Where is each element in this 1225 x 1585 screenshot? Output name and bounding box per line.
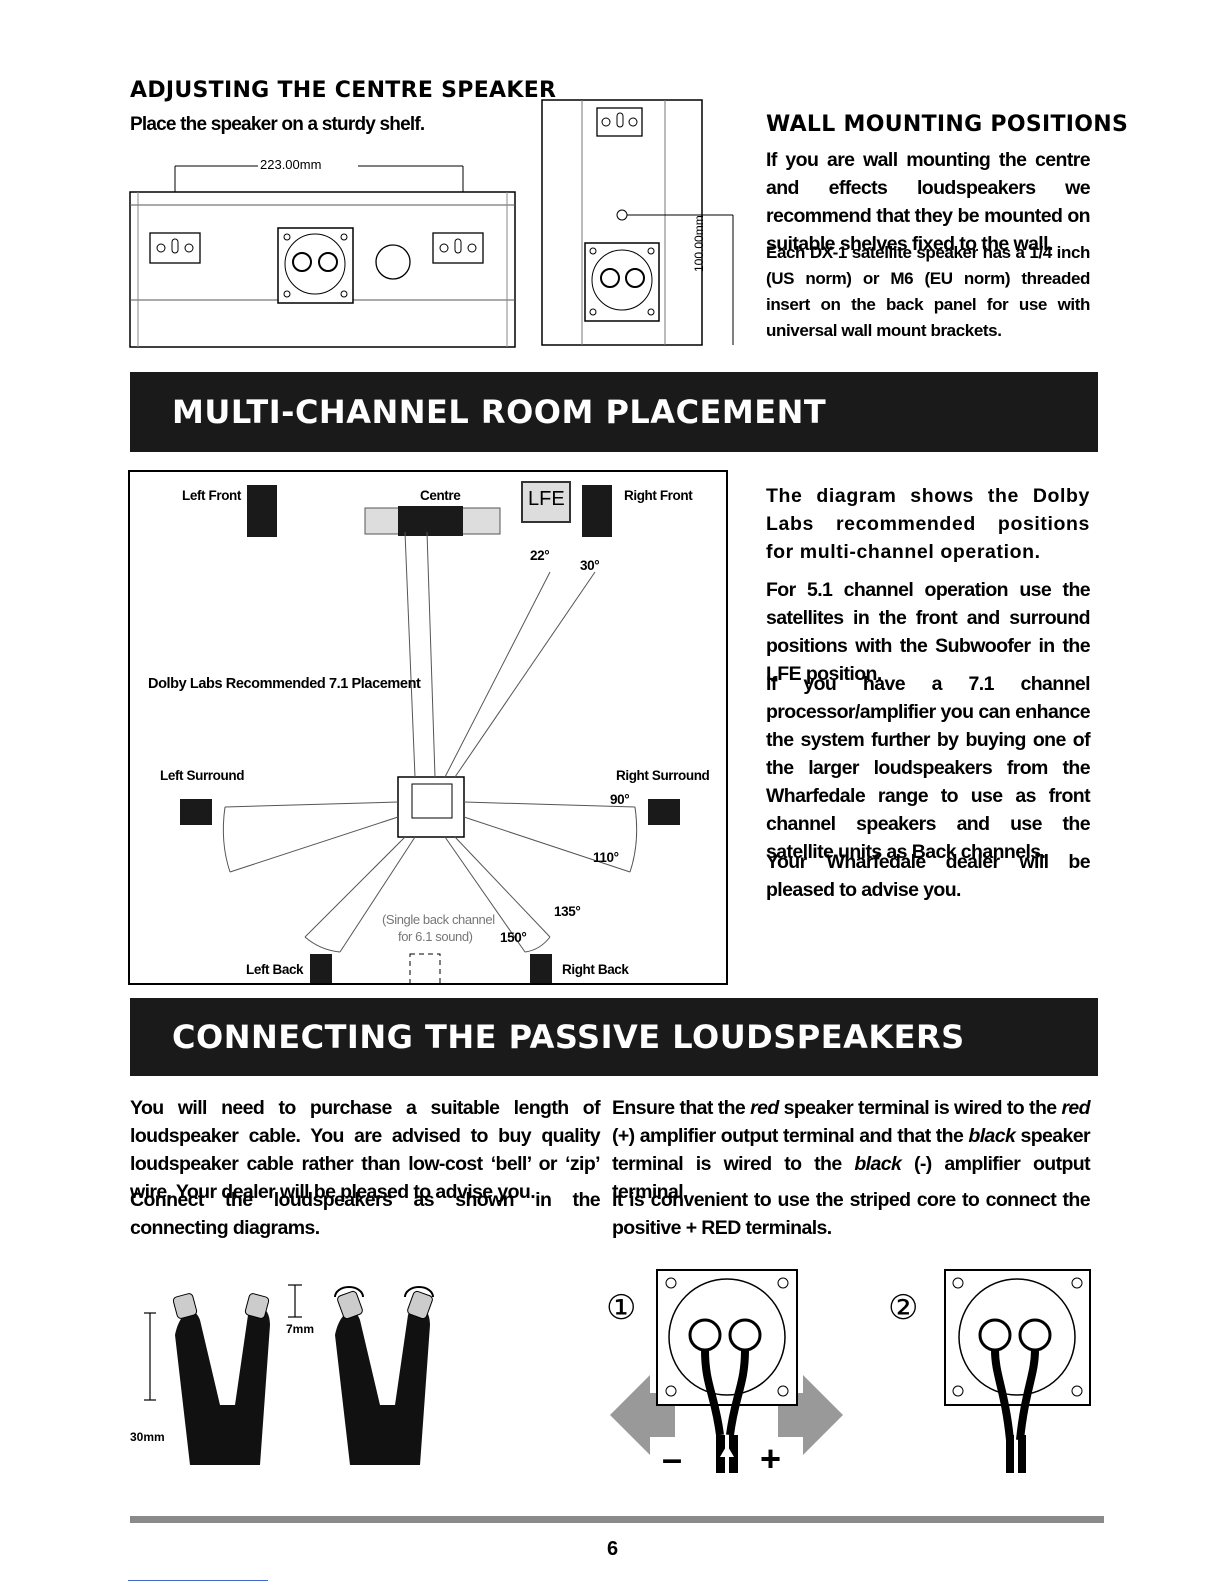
text-run: Ensure that the: [612, 1097, 751, 1119]
satellite-speaker-drawing: [541, 99, 734, 346]
dimension-7mm-label: 7mm: [286, 1322, 315, 1336]
label-lfe: LFE: [528, 488, 565, 510]
dimension-width-label: 223.00mm: [260, 157, 322, 172]
step-1-marker: ①: [606, 1288, 637, 1328]
minus-sign: –: [662, 1438, 683, 1479]
placement-para-2: For 5.1 channel operation use the satell…: [766, 579, 1091, 685]
diagram-caption: Dolby Labs Recommended 7.1 Placement: [148, 676, 421, 692]
connecting-left-para-2: Connect the loudspeakers as shown in the…: [130, 1189, 601, 1239]
adjusting-title: ADJUSTING THE CENTRE SPEAKER: [130, 78, 557, 103]
banner-room-placement: MULTI-CHANNEL ROOM PLACEMENT: [130, 372, 1098, 452]
dimension-height-label: 100.00mm: [692, 215, 706, 272]
wall-para-2: Each DX-1 satellite speaker has a 1/4 in…: [766, 243, 1090, 340]
text-run: speaker terminal is wired to the: [612, 1125, 1091, 1175]
label-right-surround: Right Surround: [616, 768, 710, 783]
centre-speaker-front-drawing: [129, 158, 516, 348]
text-run: (+) amplifier output terminal and that t…: [612, 1125, 969, 1147]
step-2-marker: ②: [888, 1288, 919, 1328]
emphasis-red: red: [1061, 1097, 1090, 1119]
emphasis-black: black: [854, 1153, 902, 1175]
emphasis-red: red: [750, 1097, 779, 1119]
label-angle-30: 30°: [580, 558, 600, 573]
label-right-front: Right Front: [624, 488, 693, 503]
label-angle-135: 135°: [554, 904, 581, 919]
footer-divider: [130, 1516, 1104, 1523]
terminal-connection-step-2: [944, 1269, 1091, 1473]
label-right-back: Right Back: [562, 962, 629, 977]
placement-para-1: The diagram shows the Dolby Labs recomme…: [766, 485, 1090, 563]
terminal-connection-step-1: [610, 1269, 843, 1473]
placement-diagram-graphics: [180, 481, 680, 983]
label-angle-110: 110°: [593, 850, 619, 865]
label-single-back-2: for 6.1 sound): [398, 929, 473, 944]
emphasis-black: black: [968, 1125, 1016, 1147]
cable-stripping-illustration: [144, 1284, 434, 1465]
text-run: speaker terminal is wired to the: [778, 1097, 1062, 1119]
label-angle-22: 22°: [530, 548, 550, 563]
placement-para-3: If you have a 7.1 channel processor/ampl…: [766, 673, 1091, 863]
label-left-front: Left Front: [182, 488, 241, 503]
label-left-surround: Left Surround: [160, 768, 245, 783]
dimension-30mm-label: 30mm: [130, 1430, 165, 1444]
connecting-right-para-1: Ensure that the red speaker terminal is …: [612, 1094, 1091, 1206]
connecting-right-para-2: It is convenient to use the striped core…: [612, 1189, 1091, 1239]
label-angle-90: 90°: [610, 792, 630, 807]
wall-title: WALL MOUNTING POSITIONS: [766, 112, 1129, 137]
wall-para-1: If you are wall mounting the centre and …: [766, 149, 1091, 255]
label-angle-150: 150°: [500, 930, 527, 945]
label-left-back: Left Back: [246, 962, 304, 977]
banner-connecting: CONNECTING THE PASSIVE LOUDSPEAKERS: [130, 998, 1098, 1076]
text-run: (-) amplifier output terminal.: [612, 1153, 1091, 1203]
page-number: 6: [606, 1538, 619, 1560]
adjusting-subtitle: Place the speaker on a sturdy shelf.: [130, 114, 425, 135]
placement-para-4: Your Wharfedale dealer will be pleased t…: [766, 851, 1091, 901]
label-single-back-1: (Single back channel: [382, 912, 495, 927]
footer-link-underline: [128, 1580, 268, 1581]
plus-sign: +: [760, 1438, 782, 1479]
label-centre: Centre: [420, 488, 461, 503]
placement-diagram: Left Front Centre LFE Right Front 22° 30…: [128, 470, 728, 985]
connecting-left-para-1: You will need to purchase a suitable len…: [130, 1097, 601, 1203]
